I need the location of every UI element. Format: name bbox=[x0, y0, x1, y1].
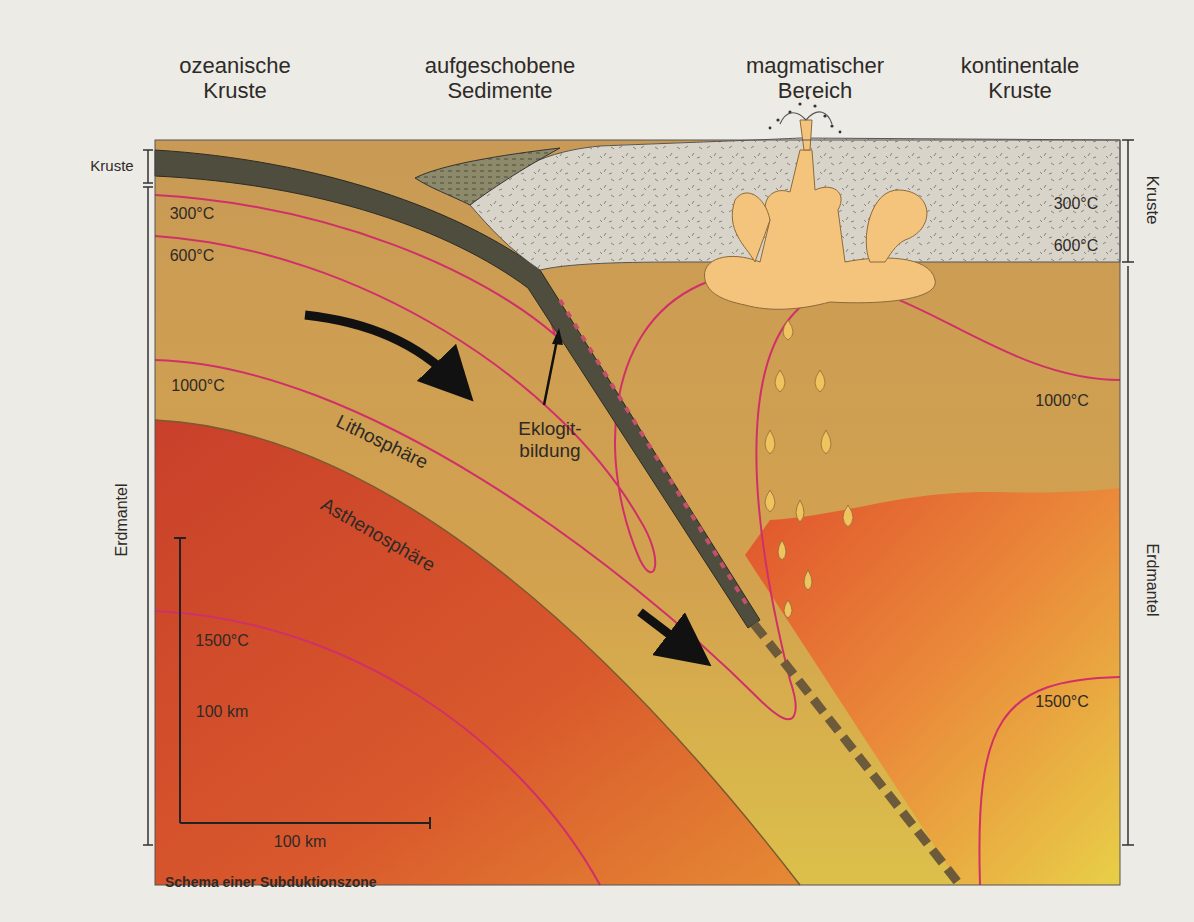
layer-label: Kruste bbox=[1142, 175, 1162, 224]
layer-label: Erdmantel bbox=[113, 484, 131, 557]
layer-label: Kruste bbox=[90, 157, 133, 174]
figure-caption: Schema einer Subduktionszone bbox=[165, 874, 377, 890]
isotherm-label: 300°C bbox=[170, 205, 215, 223]
isotherm-label: 1500°C bbox=[1035, 693, 1089, 711]
isotherm-label: 600°C bbox=[170, 247, 215, 265]
heading-label: kontinentale Kruste bbox=[940, 53, 1100, 104]
isotherm-label: 1000°C bbox=[1035, 392, 1089, 410]
isotherm-label: 1500°C bbox=[195, 632, 249, 650]
heading-label: ozeanische Kruste bbox=[160, 53, 310, 104]
isotherm-label: 1000°C bbox=[171, 377, 225, 395]
heading-label: aufgeschobene Sedimente bbox=[408, 53, 593, 104]
heading-label: magmatischer Bereich bbox=[728, 53, 903, 104]
layer-label: Erdmantel bbox=[1143, 544, 1161, 617]
scale-label: 100 km bbox=[196, 703, 248, 721]
scale-label: 100 km bbox=[274, 833, 326, 851]
isotherm-label: 600°C bbox=[1054, 237, 1099, 255]
isotherm-label: 300°C bbox=[1054, 195, 1099, 213]
process-label: Eklogit- bildung bbox=[500, 418, 600, 462]
